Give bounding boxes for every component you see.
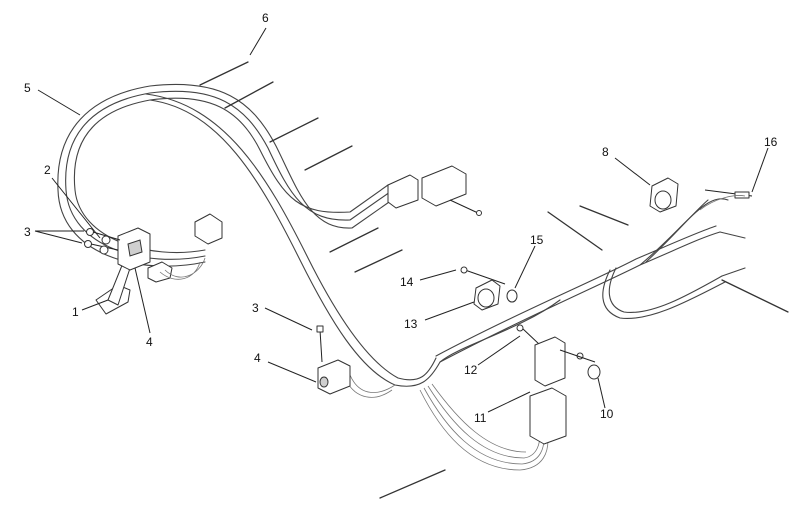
callout-4-lower: 4 <box>254 351 261 365</box>
callout-labels: 6 5 2 3 1 4 8 16 15 14 13 3 4 12 11 10 <box>24 11 778 425</box>
cable-ties <box>199 61 789 499</box>
callout-3-lower: 3 <box>252 301 259 315</box>
callout-4-left: 4 <box>146 335 153 349</box>
upper-connector <box>387 165 482 216</box>
callout-5: 5 <box>24 81 31 95</box>
callout-8: 8 <box>602 145 609 159</box>
callout-10: 10 <box>600 407 614 421</box>
callout-11: 11 <box>474 411 487 425</box>
callout-16: 16 <box>764 135 778 149</box>
left-switch-assembly <box>84 213 223 315</box>
callout-14: 14 <box>400 275 414 289</box>
ignition-assembly <box>649 177 753 213</box>
leader-lines <box>34 27 769 413</box>
callout-13: 13 <box>404 317 418 331</box>
lower-switch <box>316 325 351 395</box>
callout-1: 1 <box>72 305 79 319</box>
callout-12: 12 <box>464 363 478 377</box>
callout-6: 6 <box>262 11 269 25</box>
callout-15: 15 <box>530 233 544 247</box>
right-connector-parts <box>516 324 601 445</box>
callout-3-left: 3 <box>24 225 31 239</box>
callout-2: 2 <box>44 163 51 177</box>
middle-components <box>460 266 518 311</box>
